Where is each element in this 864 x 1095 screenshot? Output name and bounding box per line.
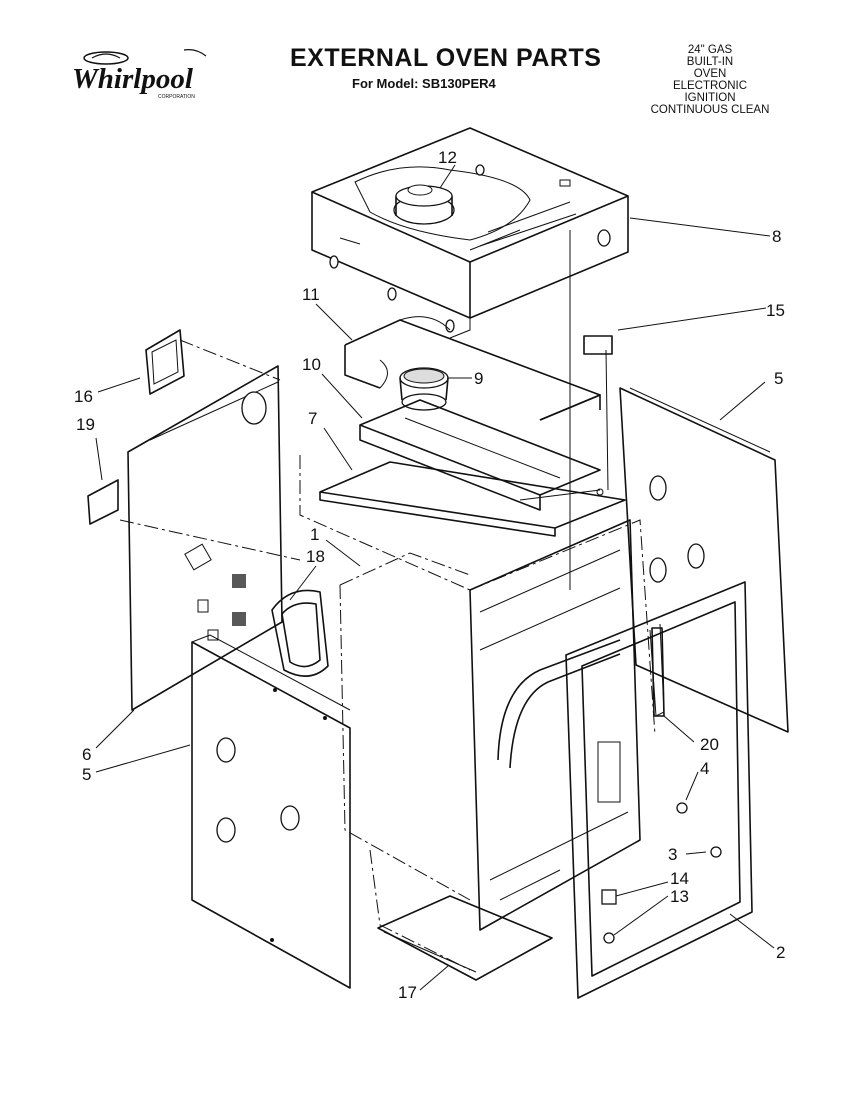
part-duct <box>344 316 601 421</box>
part-oven-liner <box>469 519 641 931</box>
oven-description: 24" GAS BUILT-IN OVEN ELECTRONIC IGNITIO… <box>640 44 780 116</box>
callout-12: 12 <box>438 148 457 167</box>
callout-5-right: 5 <box>774 369 783 388</box>
callout-7: 7 <box>308 409 317 428</box>
callout-4: 4 <box>700 759 709 778</box>
part-front-frame <box>565 581 753 999</box>
desc-line: BUILT-IN <box>686 56 734 68</box>
part-right-side-panel <box>619 387 789 733</box>
callout-6: 6 <box>82 745 91 764</box>
callout-19: 19 <box>76 415 95 434</box>
part-heat-shield <box>359 399 601 511</box>
callout-20: 20 <box>700 735 719 754</box>
desc-line: IGNITION <box>684 92 736 104</box>
callout-18: 18 <box>306 547 325 566</box>
desc-line: ELECTRONIC <box>672 80 748 92</box>
callout-16: 16 <box>74 387 93 406</box>
callout-3: 3 <box>668 845 677 864</box>
callout-9: 9 <box>474 369 483 388</box>
part-small-plate <box>87 479 119 525</box>
callout-17: 17 <box>398 983 417 1002</box>
desc-line: CONTINUOUS CLEAN <box>650 104 770 116</box>
callout-2: 2 <box>776 943 785 962</box>
callout-11: 11 <box>302 285 320 304</box>
callout-5-left: 5 <box>82 765 91 784</box>
part-hinge-strip <box>651 627 665 717</box>
part-left-side-panel-rear <box>127 365 283 711</box>
part-left-side-panel-front <box>191 634 351 989</box>
brand-sub: CORPORATION <box>158 94 195 100</box>
part-bottom-tray <box>377 895 553 981</box>
brand-name: Whirlpool <box>72 63 194 95</box>
part-bracket <box>145 329 185 395</box>
part-top-cover <box>311 127 629 339</box>
desc-line: OVEN <box>693 68 727 80</box>
page-title: EXTERNAL OVEN PARTS <box>290 44 602 72</box>
model-number: For Model: SB130PER4 <box>352 76 496 91</box>
callout-13: 13 <box>670 887 689 906</box>
whirlpool-logo: Whirlpool CORPORATION <box>72 49 207 100</box>
part-label-plate <box>583 335 613 355</box>
desc-line: 24" GAS <box>687 44 733 56</box>
part-top-plate <box>319 461 626 537</box>
part-vent-cap <box>399 367 449 411</box>
part-gasket <box>271 589 329 677</box>
part-screw <box>601 802 722 944</box>
callout-14: 14 <box>670 869 689 888</box>
oven-body-phantom <box>119 339 656 971</box>
callout-15: 15 <box>766 301 785 320</box>
callout-8: 8 <box>772 227 781 246</box>
callout-10: 10 <box>302 355 321 374</box>
callout-1: 1 <box>310 525 319 544</box>
leader-lines <box>95 164 775 991</box>
